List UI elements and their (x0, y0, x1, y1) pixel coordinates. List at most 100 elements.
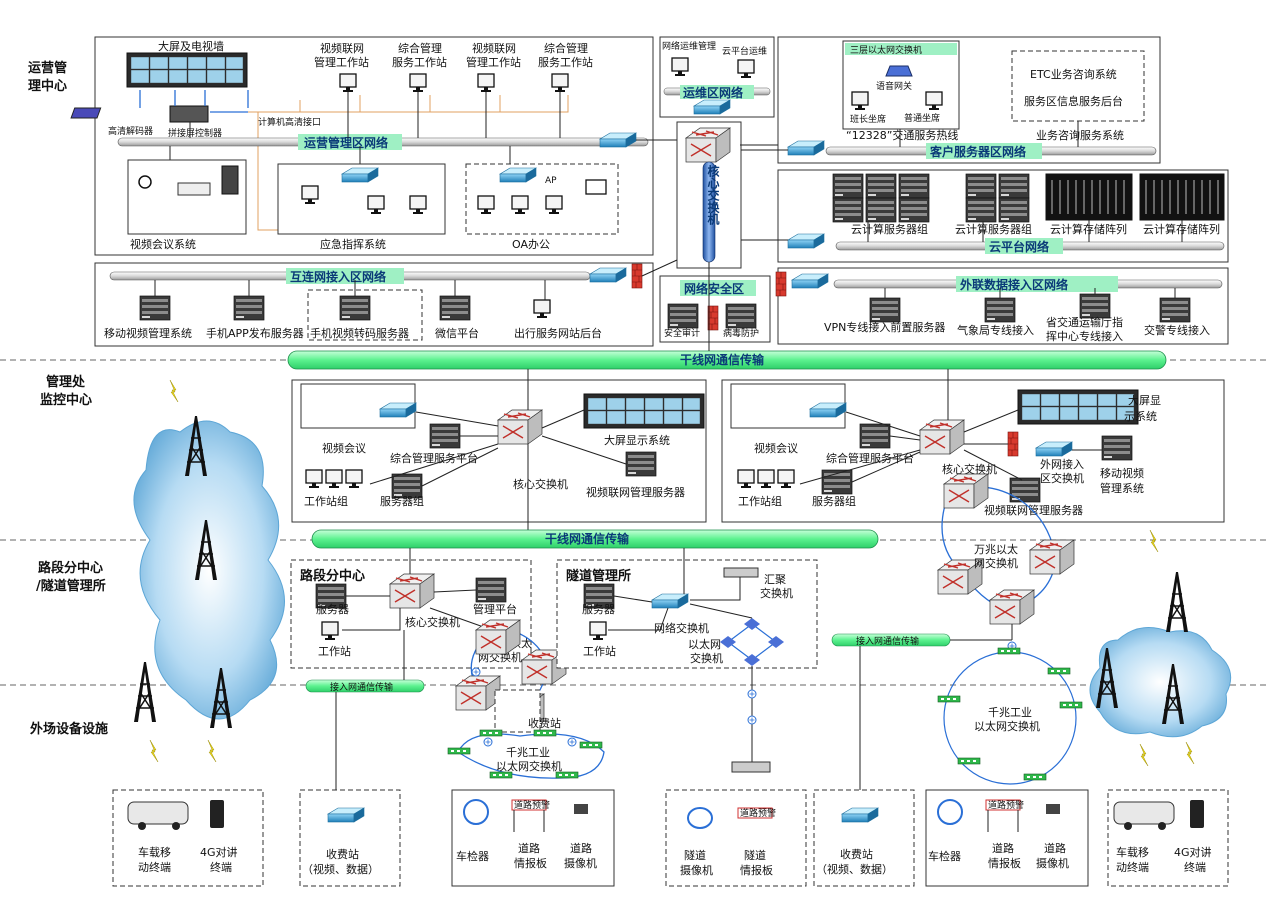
storage-array-icon (1139, 173, 1225, 221)
trunk2-pipe (311, 529, 879, 549)
security-label: 网络安全区 (684, 281, 744, 296)
security-server-icon (667, 303, 699, 329)
external-links (884, 288, 1176, 298)
section-platform-label: 管理平台 (473, 602, 517, 616)
cloud-server-icon (832, 197, 864, 223)
normal-seat-label: 普通坐席 (904, 112, 940, 124)
ring1g-left-label-1: 千兆工业 (506, 746, 550, 759)
mgmt-left-videomgmt-icon (625, 451, 657, 477)
external-police-label: 交警专线接入 (1144, 323, 1210, 337)
section-platform-icon (475, 577, 507, 603)
interconnect-item-1: 手机APP发布服务器 (206, 326, 304, 340)
radio-label-1: 4G对讲 (200, 845, 238, 859)
tunnel-agg-icon (723, 567, 759, 578)
cloud-server-icon (898, 197, 930, 223)
tunnel-agg-label-1: 汇聚 (764, 573, 786, 586)
vms2-label-2: 情报板 (988, 856, 1021, 870)
interconnect-server-icon (439, 295, 471, 321)
tunnel-eth-icon (768, 636, 784, 648)
video-conf-camera-icon (138, 175, 152, 189)
cloud-server-icon (865, 197, 897, 223)
row-label-field: 外场设备设施 (29, 721, 108, 737)
ws3-label-1: 视频联网 (472, 41, 516, 55)
oa-label: OA办公 (512, 238, 550, 251)
toll2-label-1: 收费站 (840, 847, 873, 861)
mgmt-left-core-icon (497, 409, 543, 445)
mgmt-right-wall-icon (1017, 389, 1139, 425)
hotline-box (842, 40, 960, 130)
tunnel-server-label: 服务器 (582, 603, 615, 616)
vehicle2-wheel (1124, 822, 1132, 830)
mgmt-left-workstations-label: 工作站组 (304, 494, 348, 508)
radio2-icon (1190, 800, 1204, 828)
external-net-label: 外联数据接入区网络 (960, 277, 1068, 292)
cloud-server-icon (965, 173, 997, 199)
mgmt-right-mobile-icon (1101, 435, 1133, 461)
camera2-label-1: 道路 (1044, 841, 1066, 855)
core-switch-icon (685, 127, 731, 163)
node-icon (747, 715, 757, 725)
radio-icon (210, 800, 224, 828)
tunnel-eth-icon (720, 636, 736, 648)
tunnel-links (608, 548, 753, 762)
vms-label-2: 情报板 (514, 856, 547, 870)
tunnel-camera-label-1: 隧道 (684, 848, 706, 862)
ring10g-right-label-1: 万兆以太 (974, 543, 1018, 556)
cloud-server-icon (965, 197, 997, 223)
mgmt-right-videomgmt-icon (1009, 477, 1041, 503)
access2-label: 接入网通信传输 (856, 635, 919, 647)
core-switch-label: 核心交换机 (706, 164, 720, 226)
wireless-bolt-icon (207, 739, 217, 763)
cloud-left (133, 420, 285, 720)
vehicle-wheel (138, 822, 146, 830)
vehicle-label-1: 车载移 (138, 845, 171, 859)
radio2-label-2: 终端 (1184, 860, 1206, 874)
ring1g-right-switch-icon (1047, 667, 1071, 675)
storage-array-icon (1045, 173, 1133, 221)
camera-label-1: 道路 (570, 841, 592, 855)
hd-decoder-icon (70, 107, 102, 119)
video-conf-label: 视频会议系统 (130, 237, 196, 251)
mgmt-right-core-label: 核心交换机 (942, 462, 997, 476)
mgmt-left-wall-icon (583, 393, 705, 429)
security-antivirus-label: 病毒防护 (723, 327, 759, 339)
external-server-icon (1079, 293, 1111, 319)
section-ring-switch (455, 675, 501, 711)
cloud-g1-label: 云计算服务器组 (851, 222, 928, 236)
ring1g-switch-icon (533, 729, 557, 737)
mgmt-right-video-conf-label: 视频会议 (754, 441, 798, 455)
toll-label-1: 收费站 (326, 847, 359, 861)
camera2-icon (1046, 804, 1060, 814)
camera2-label-2: 摄像机 (1036, 856, 1069, 870)
ops-links (169, 92, 690, 170)
ring1g-right-switch-icon (1023, 773, 1047, 781)
mgmt-right-integrated-label: 综合管理服务平台 (826, 451, 914, 465)
mgmt-right-mobile-label-2: 管理系统 (1100, 481, 1144, 495)
ws4-label-2: 服务工作站 (538, 55, 593, 69)
row-label-section-2: /隧道管理所 (36, 578, 106, 594)
security-audit-label: 安全审计 (664, 327, 700, 339)
biz-box (1011, 50, 1145, 122)
ring1g-right-switch-icon (957, 757, 981, 765)
tunnel-workstation-label: 工作站 (583, 644, 616, 658)
ops-net-label-bg (298, 134, 402, 150)
cloud-server-icon (832, 173, 864, 199)
tower-icon (133, 661, 157, 723)
node-icon (471, 667, 481, 677)
external-prov-label-2: 挥中心专线接入 (1046, 329, 1123, 343)
section-server-label: 服务器 (316, 603, 349, 616)
mgmt-right-big-screen-label-1: 大屏显 (1128, 393, 1161, 407)
interconnect-item-3: 微信平台 (435, 326, 479, 340)
hotline-label: “12328”交通服务热线 (846, 128, 958, 142)
wireless-bolt-icon (1139, 743, 1149, 767)
cloud-server-icon (898, 173, 930, 199)
tunnel-eth-icon (744, 654, 760, 666)
external-server-icon (1159, 297, 1191, 323)
ws3-label-2: 管理工作站 (466, 55, 521, 69)
row-label-ops-center-1: 运营管 (28, 60, 67, 76)
external-server-icon (984, 297, 1016, 323)
interconnect-server-icon (339, 295, 371, 321)
external-server-icon (869, 297, 901, 323)
mgmt-right-video-mgmt-label: 视频联网管理服务器 (984, 503, 1083, 517)
